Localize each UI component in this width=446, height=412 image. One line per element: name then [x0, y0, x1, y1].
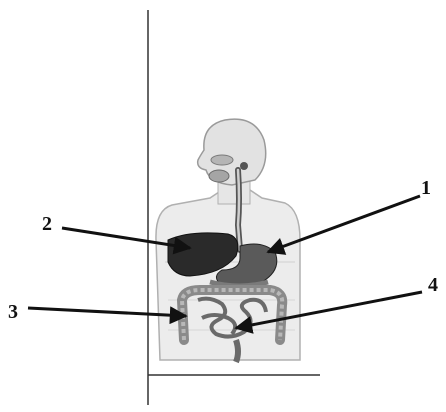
label-2: 2 — [42, 213, 52, 235]
label-1: 1 — [421, 177, 431, 199]
label-4: 4 — [428, 274, 438, 296]
label-3: 3 — [8, 301, 18, 323]
